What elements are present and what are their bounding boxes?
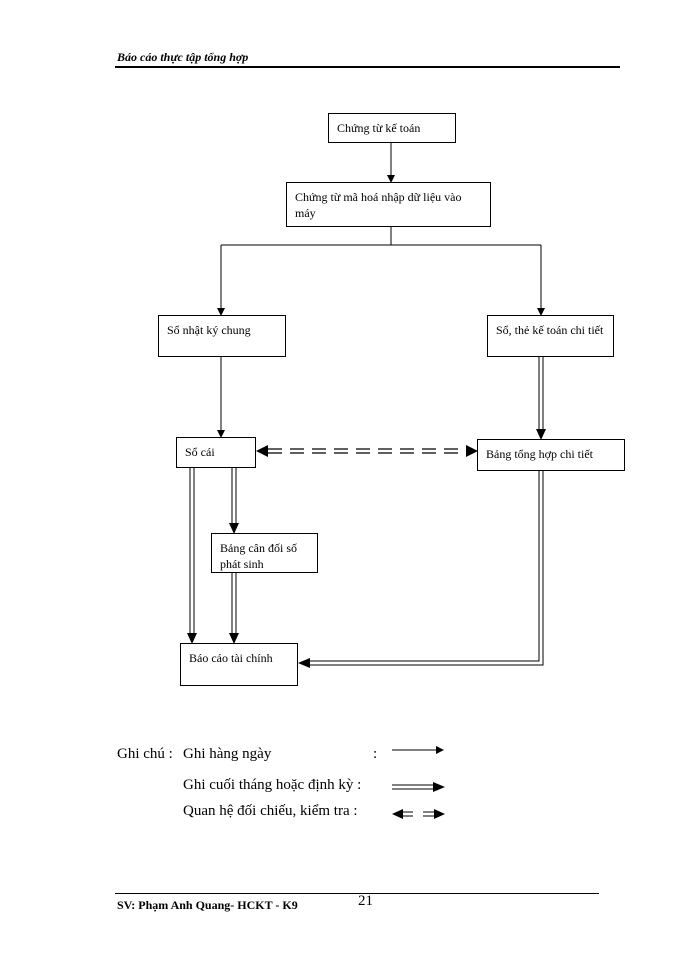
node-general-ledger: Sổ cái <box>176 437 256 468</box>
arrow-summary-to-report-head <box>298 658 310 668</box>
node-accounting-voucher: Chứng từ kế toán <box>328 113 456 143</box>
legend-reconcile-head-left <box>392 809 403 819</box>
footer-rule <box>115 893 599 894</box>
header-rule <box>115 66 620 68</box>
page-number: 21 <box>358 893 373 909</box>
legend-period-arrow-head <box>433 782 445 792</box>
legend-period-label: Ghi cuối tháng hoặc định kỳ : <box>183 777 362 793</box>
legend-daily-colon: : <box>373 746 378 762</box>
node-trial-balance: Bảng cân đối số phát sinh <box>211 533 318 573</box>
node-general-journal: Sổ nhật ký chung <box>158 315 286 357</box>
node-encoded-voucher: Chứng từ mã hoá nhập dữ liệu vào máy <box>286 182 491 227</box>
node-detail-summary: Bảng tổng hợp chi tiết <box>477 439 625 471</box>
node-financial-report: Báo cáo tài chính <box>180 643 298 686</box>
node-detail-ledger: Sổ, thẻ kế toán chi tiết <box>487 315 614 357</box>
reconcile-head-left <box>256 445 268 457</box>
legend-reconcile-head-right <box>434 809 445 819</box>
legend-heading: Ghi chú : <box>117 746 173 762</box>
arrow-summary-to-report-a <box>310 471 540 662</box>
legend-daily-label: Ghi hàng ngày <box>183 746 272 762</box>
arrow-summary-to-report-b <box>310 471 544 666</box>
page-header-title: Báo cáo thực tập tổng hợp <box>117 50 249 64</box>
footer-author: SV: Phạm Anh Quang- HCKT - K9 <box>117 898 298 912</box>
legend-reconcile-label: Quan hệ đối chiếu, kiểm tra : <box>183 803 358 819</box>
reconcile-head-right <box>466 445 478 457</box>
